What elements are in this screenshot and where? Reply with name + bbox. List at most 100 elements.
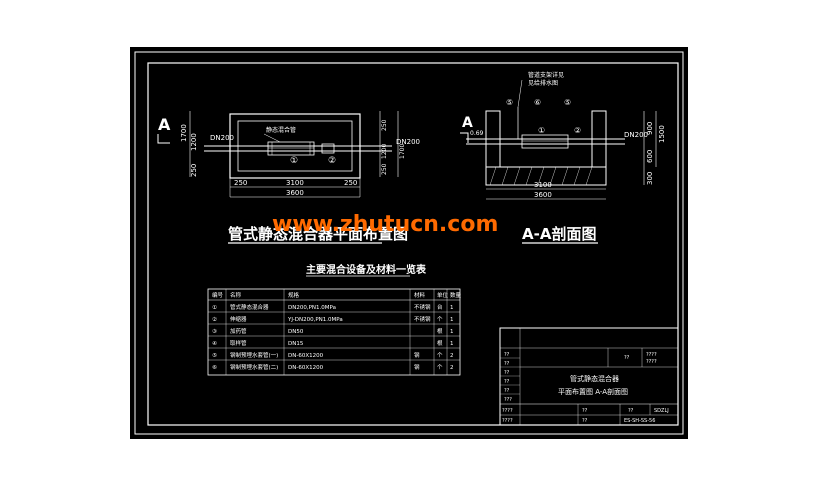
section-dim-300: 300 [646, 172, 654, 185]
plan-mark-1: ① [290, 156, 298, 166]
table-cell: 钢 [414, 351, 420, 359]
table-header-4: 单位 [437, 291, 449, 299]
table-cell: 钢 [414, 363, 420, 371]
table-cell: 台 [437, 303, 443, 311]
section-elevation: 0.69 [470, 130, 484, 137]
materials-table: 主要混合设备及材料一览表 编号名称 规格 材料 单位数量 ① 管式静态混合器 DN200,P… [207, 263, 462, 376]
section-dim-1500: 1500 [658, 125, 666, 143]
table-cell: DN15 [288, 341, 304, 347]
table-cell: ③ [212, 329, 217, 335]
section-mark-2: ② [574, 126, 581, 135]
plan-mixer-body [267, 141, 315, 156]
table-cell: 2 [450, 353, 454, 359]
table-cell: 个 [437, 352, 443, 359]
section-dim-3100: 3100 [534, 181, 552, 189]
table-cell: ⑥ [212, 365, 217, 371]
table-cell: DN-60X1200 [288, 353, 324, 359]
plan-dim-right-1700: 1700 [399, 144, 406, 159]
section-note-top2: 见给排水图 [528, 79, 558, 87]
table-header-2: 规格 [288, 291, 300, 299]
section-base-slab [485, 166, 607, 186]
section-pipe-right-label: DN200 [624, 131, 648, 139]
table-cell: 个 [437, 364, 443, 371]
watermark: www.zhutucn.com [272, 212, 498, 237]
table-cell: DN200,PN1.0MPa [288, 305, 336, 311]
table-cell: 1 [450, 317, 454, 323]
tb-name1: 管式静态混合器 [570, 374, 619, 383]
tb-name2: 平面布置图 A-A剖面图 [558, 387, 628, 396]
plan-dim-right-1200: 1200 [381, 144, 388, 159]
tb-left-0: ?? [504, 352, 510, 358]
plan-dim-right-250b: 250 [381, 163, 388, 175]
section-view: A 管道支架详见 见给排水图 ⑤ ⑥ ⑤ 0.69 ① ② DN200 900 … [460, 71, 666, 244]
table-cell: 钢制预埋水套管(一) [230, 351, 278, 359]
plan-mixer-note: 静态混合管 [266, 126, 296, 134]
table-cell: 2 [450, 365, 454, 371]
outer-frame [134, 51, 684, 435]
tb-row-c: SDZLJ [654, 408, 669, 414]
section-note-top: 管道支架详见 [528, 71, 564, 79]
plan-pipe-left-label: DN200 [210, 134, 234, 142]
section-mark-5a: ⑤ [506, 98, 513, 107]
title-block: ?? ?? ?? ?? ?? ??? ???? ???? ?? ???? ???… [499, 327, 679, 426]
section-mark-6: ⑥ [534, 98, 541, 107]
table-cell: 取样管 [230, 339, 247, 347]
table-cell: ⑤ [212, 353, 217, 359]
tb-left-5: ??? [504, 397, 512, 403]
tb-row-b: ?? [628, 408, 634, 414]
section-dim-3600: 3600 [534, 191, 552, 199]
section-mark-5b: ⑤ [564, 98, 571, 107]
table-title: 主要混合设备及材料一览表 [306, 263, 427, 276]
table-cell: 个 [437, 316, 443, 323]
table-cell: 1 [450, 305, 454, 311]
section-title: A-A剖面图 [522, 225, 596, 243]
plan-dim-right-250: 250 [381, 119, 388, 131]
tb-left-6: ???? [502, 408, 513, 414]
plan-dim-250: 250 [190, 164, 198, 177]
drawing-sheet: A 1700 1200 250 DN200 DN200 静态混合管 ① ② 25… [130, 47, 688, 439]
table-cell: ② [212, 316, 217, 323]
cad-drawing: A 1700 1200 250 DN200 DN200 静态混合管 ① ② 25… [134, 51, 684, 435]
table-cell: 1 [450, 329, 454, 335]
plan-dim-bottom-3100: 3100 [286, 179, 304, 187]
tb-code: ES-SH-SS-56 [624, 418, 655, 424]
tb-left-7: ???? [502, 418, 513, 424]
plan-dim-bottom-250a: 250 [234, 179, 247, 187]
tb-left-1: ?? [504, 361, 510, 367]
table-cell: ① [212, 305, 217, 311]
tb-top-b: ???? [646, 352, 657, 358]
section-mark-a: A [462, 115, 473, 131]
table-cell: DN-60X1200 [288, 365, 324, 371]
table-cell: 根 [437, 327, 443, 335]
section-mixer-body [521, 134, 569, 149]
section-dim-900: 900 [646, 122, 654, 135]
plan-dim-1200: 1200 [190, 133, 198, 151]
plan-section-mark-a: A [158, 115, 171, 134]
table-header-3: 材料 [414, 291, 426, 299]
table-header-5: 数量 [450, 291, 462, 299]
tb-row-a: ?? [582, 408, 588, 414]
table-cell: 加药管 [230, 327, 247, 335]
table-cell: 管式静态混合器 [230, 303, 269, 311]
table-cell: YJ-DN200,PN1.0MPa [287, 317, 343, 323]
table-cell: 不锈钢 [414, 315, 431, 323]
tb-left-2: ?? [504, 370, 510, 376]
plan-view: A 1700 1200 250 DN200 DN200 静态混合管 ① ② 25… [157, 111, 420, 244]
tb-row-d: ?? [582, 418, 588, 424]
tb-top-c: ???? [646, 359, 657, 365]
plan-title: 管式静态混合器平面布置图 [228, 225, 408, 243]
table-cell: DN50 [288, 329, 304, 335]
table-cell: 1 [450, 341, 454, 347]
table-cell: ④ [212, 341, 217, 347]
table-cell: 伸缩器 [230, 315, 247, 323]
table-cell: 不锈钢 [414, 303, 431, 311]
table-header-0: 编号 [212, 291, 224, 299]
plan-mark-2: ② [328, 156, 336, 166]
table-cell: 钢制预埋水套管(二) [230, 363, 278, 371]
section-dim-600: 600 [646, 150, 654, 163]
plan-dim-bottom-250b: 250 [344, 179, 357, 187]
table-cell: 根 [437, 339, 443, 347]
plan-dim-bottom-3600: 3600 [286, 189, 304, 197]
table-header-1: 名称 [230, 291, 242, 299]
tb-left-3: ?? [504, 379, 510, 385]
